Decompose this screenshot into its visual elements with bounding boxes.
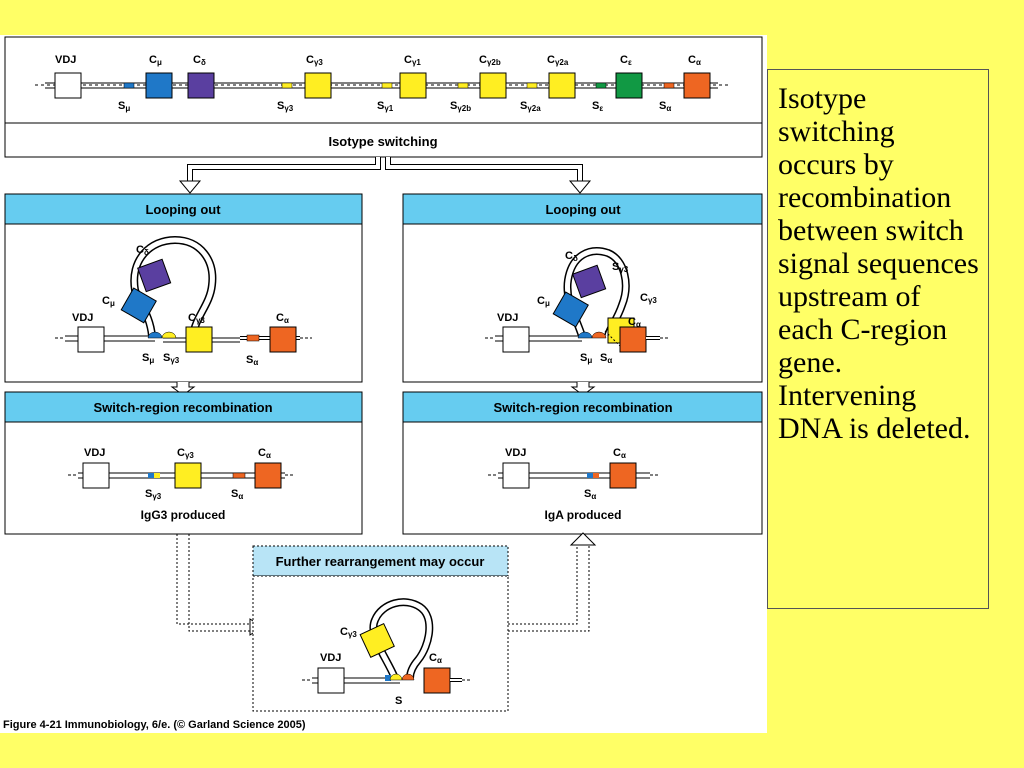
svg-text:Cγ3: Cγ3 [640, 292, 657, 305]
gene-c-alpha [683, 72, 711, 99]
top-gene-boxes [54, 72, 711, 99]
figure-caption: Figure 4-21 Immunobiology, 6/e. (© Garla… [3, 719, 306, 731]
gene-c-g2a [548, 72, 576, 99]
igg3-produced-label: IgG3 produced [141, 508, 226, 522]
side-description-text: Isotype switching occurs by recombinatio… [767, 69, 989, 609]
bottom-loop-labels: VDJ Cγ3 Cα S [320, 626, 442, 707]
svg-text:Cγ3: Cγ3 [188, 312, 205, 325]
svg-text:Cα: Cα [429, 652, 442, 665]
switch-s-g1 [381, 82, 393, 89]
left-loop-diagram [55, 235, 312, 353]
right-loop-labels: VDJ Cμ Cδ Sγ3 Cγ3 Cα Sμ Sα [497, 250, 657, 365]
switch-s-epsilon [595, 82, 607, 89]
svg-text:Sγ2a: Sγ2a [520, 100, 541, 113]
gene-c-g3 [304, 72, 332, 99]
svg-text:Sμ: Sμ [142, 352, 154, 365]
svg-text:Cα: Cα [276, 312, 289, 325]
left-looping-title: Looping out [145, 202, 221, 217]
svg-text:Cα: Cα [613, 447, 626, 460]
iga-produced-label: IgA produced [545, 508, 622, 522]
svg-text:VDJ: VDJ [84, 447, 105, 459]
svg-text:Sα: Sα [246, 354, 258, 367]
right-result-labels: VDJ Cα Sα [505, 447, 626, 501]
svg-text:Cγ1: Cγ1 [404, 54, 421, 67]
svg-text:Cμ: Cμ [102, 295, 115, 308]
gene-c-g1 [399, 72, 427, 99]
further-rearrangement-header [252, 545, 509, 577]
svg-text:Sα: Sα [659, 100, 671, 113]
bottom-loop-diagram [302, 598, 472, 694]
svg-text:Sγ3: Sγ3 [145, 488, 162, 501]
svg-text:Cγ3: Cγ3 [306, 54, 323, 67]
gene-c-epsilon [615, 72, 643, 99]
switch-s-g2b [457, 82, 469, 89]
svg-text:VDJ: VDJ [497, 312, 518, 324]
svg-text:Sε: Sε [592, 100, 603, 113]
svg-text:Cα: Cα [628, 316, 641, 329]
svg-text:Sα: Sα [231, 488, 243, 501]
svg-text:Cα: Cα [258, 447, 271, 460]
isotype-switching-diagram: VDJ Cμ Cδ Cγ3 Cγ1 Cγ2b Cγ2a Cε Cα Sμ Sγ3… [3, 36, 763, 731]
top-gene-labels: VDJ Cμ Cδ Cγ3 Cγ1 Cγ2b Cγ2a Cε Cα Sμ Sγ3… [55, 54, 701, 113]
further-rearrangement-title: Further rearrangement may occur [276, 554, 485, 569]
right-looping-title: Looping out [545, 202, 621, 217]
svg-text:S: S [395, 695, 402, 707]
gene-c-mu [145, 72, 173, 99]
svg-text:VDJ: VDJ [55, 54, 76, 66]
svg-text:Sμ: Sμ [118, 100, 130, 113]
gene-vdj [54, 72, 82, 99]
right-recombination-header [402, 391, 763, 423]
isotype-switching-box [4, 122, 763, 158]
svg-text:Sγ3: Sγ3 [612, 261, 629, 274]
svg-text:Cμ: Cμ [537, 295, 550, 308]
split-arrow [178, 157, 592, 194]
gene-c-delta [187, 72, 215, 99]
right-result-diagram [488, 462, 660, 489]
switch-s-g2a [526, 82, 538, 89]
left-result-labels: VDJ Cγ3 Cα Sγ3 Sα [84, 447, 271, 501]
svg-text:Cδ: Cδ [193, 54, 206, 67]
svg-text:Sα: Sα [600, 352, 612, 365]
svg-text:VDJ: VDJ [320, 652, 341, 664]
svg-text:Cε: Cε [620, 54, 632, 67]
svg-text:VDJ: VDJ [72, 312, 93, 324]
right-looping-header [402, 193, 763, 225]
svg-text:Cμ: Cμ [149, 54, 162, 67]
left-loop-labels: VDJ Cμ Cδ Cγ3 Cα Sμ Sγ3 Sα [72, 244, 289, 367]
svg-text:Cγ2a: Cγ2a [547, 54, 569, 67]
right-recombination-title: Switch-region recombination [493, 400, 672, 415]
right-loop-diagram [485, 247, 670, 353]
svg-text:Cα: Cα [688, 54, 701, 67]
left-recombination-title: Switch-region recombination [93, 400, 272, 415]
svg-text:Cδ: Cδ [136, 244, 149, 257]
svg-text:Sα: Sα [584, 488, 596, 501]
svg-text:VDJ: VDJ [505, 447, 526, 459]
left-recombination-header [4, 391, 363, 423]
gene-c-g2b [479, 72, 507, 99]
svg-text:Cγ2b: Cγ2b [479, 54, 501, 67]
switch-s-g3 [281, 82, 293, 89]
left-looping-header [4, 193, 363, 225]
svg-text:Sγ3: Sγ3 [163, 352, 180, 365]
svg-text:Sγ2b: Sγ2b [450, 100, 471, 113]
switch-s-mu [123, 82, 135, 89]
svg-text:Sγ1: Sγ1 [377, 100, 394, 113]
left-result-diagram [68, 462, 295, 489]
svg-text:Cδ: Cδ [565, 250, 578, 263]
svg-text:Sγ3: Sγ3 [277, 100, 294, 113]
svg-text:Sμ: Sμ [580, 352, 592, 365]
svg-text:Cγ3: Cγ3 [177, 447, 194, 460]
isotype-switching-title: Isotype switching [328, 134, 437, 149]
left-looping-box [4, 223, 363, 383]
svg-text:Cγ3: Cγ3 [340, 626, 357, 639]
figure-panel: VDJ Cμ Cδ Cγ3 Cγ1 Cγ2b Cγ2a Cε Cα Sμ Sγ3… [0, 35, 767, 733]
switch-s-alpha [663, 82, 675, 89]
